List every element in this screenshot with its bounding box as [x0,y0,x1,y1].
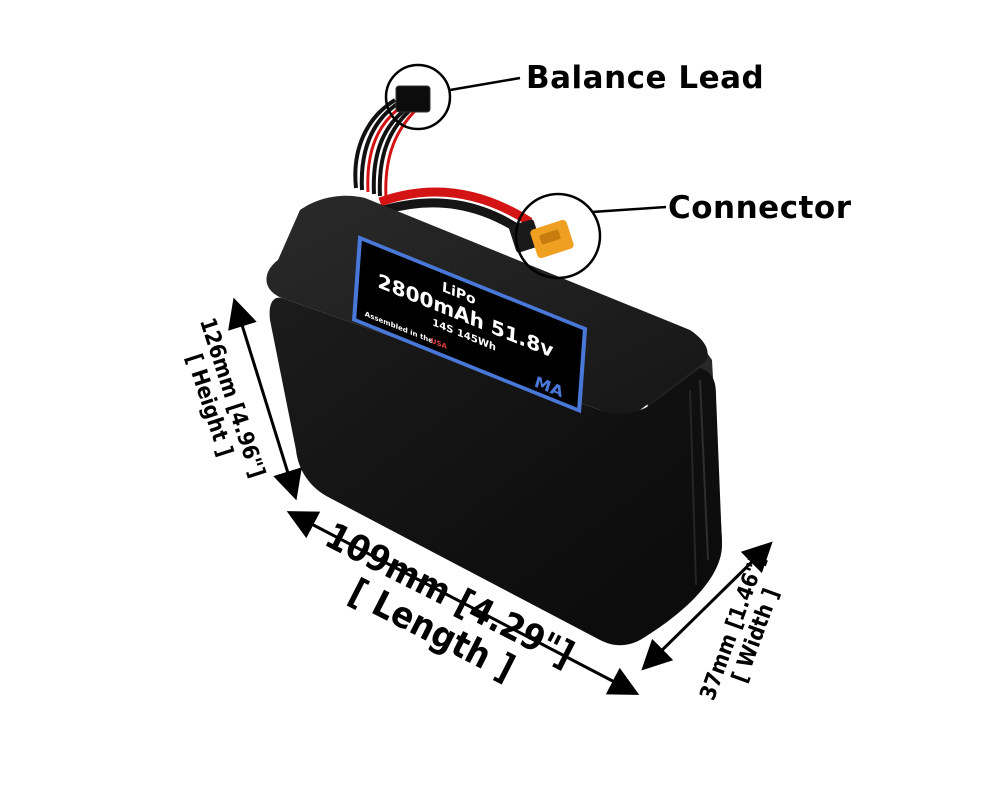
length-arrow [286,511,640,695]
power-wires [378,187,533,238]
balance-connector-plug [395,85,431,113]
balance-lead-wires [353,85,431,199]
connector-circle [514,192,602,280]
balance-lead-leader [449,76,521,92]
height-arrow [228,297,302,501]
balance-lead-label: Balance Lead [526,60,765,96]
connector-label: Connector [668,190,852,226]
connector-leader [591,205,667,214]
label-frame [351,235,588,414]
callout-balance-lead [384,63,521,131]
callout-connector [514,192,667,280]
balance-lead-circle [384,63,452,131]
width-arrow [641,541,773,671]
